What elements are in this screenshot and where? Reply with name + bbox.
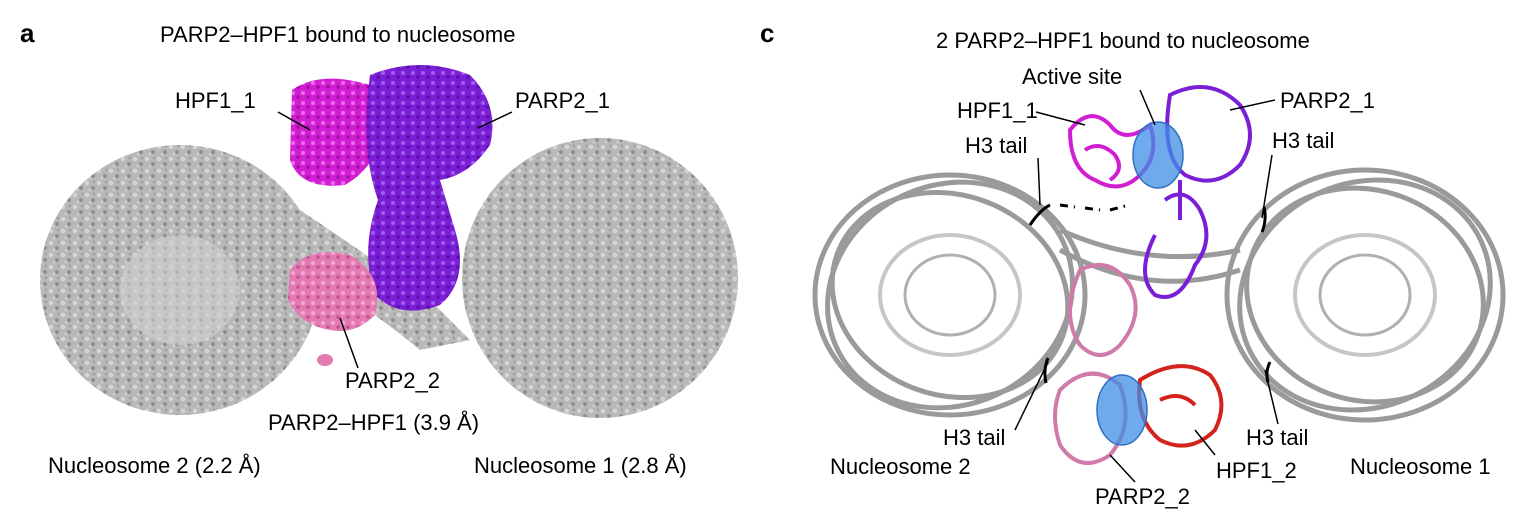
label-active-site: Active site (1022, 64, 1123, 89)
label-hpf1-1-c: HPF1_1 (957, 98, 1038, 123)
label-h3-tail-bottom-left: H3 tail (943, 425, 1006, 450)
label-h3-tail-top-left: H3 tail (965, 133, 1028, 158)
parp2-1-density (366, 65, 493, 311)
parp2-2-cartoon (1053, 263, 1138, 465)
label-hpf1-1-a: HPF1_1 (175, 88, 256, 113)
panel-a-letter: a (20, 18, 35, 48)
panel-c-title: 2 PARP2–HPF1 bound to nucleosome (936, 28, 1310, 53)
label-hpf1-2-c: HPF1_2 (1216, 458, 1297, 483)
leader-lines-c (1014, 89, 1279, 483)
label-nucleosome-1-a: Nucleosome 1 (2.8 Å) (474, 453, 687, 478)
label-complex-resolution: PARP2–HPF1 (3.9 Å) (268, 410, 480, 435)
panel-c-letter: c (760, 18, 775, 48)
hpf1-1-density (290, 78, 385, 186)
parp2-1-cartoon (1143, 85, 1252, 299)
label-nucleosome-2-a: Nucleosome 2 (2.2 Å) (48, 453, 261, 478)
label-parp2-2-a: PARP2_2 (345, 368, 440, 393)
linker-dna-cartoon (1058, 227, 1241, 284)
label-nucleosome-2-c: Nucleosome 2 (830, 454, 971, 479)
label-parp2-1-a: PARP2_1 (515, 88, 610, 113)
hpf1-2-cartoon (1137, 364, 1224, 448)
label-h3-tail-top-right: H3 tail (1272, 128, 1335, 153)
label-parp2-2-c: PARP2_2 (1095, 484, 1190, 509)
nucleosome-1-cartoon (1224, 167, 1506, 423)
nucleosome-2-density (40, 145, 320, 415)
parp2-2-density (288, 252, 378, 366)
active-site-markers (1096, 121, 1184, 446)
nucleosome-2-cartoon (812, 172, 1088, 418)
label-nucleosome-1-c: Nucleosome 1 (1350, 454, 1491, 479)
panel-a-title: PARP2–HPF1 bound to nucleosome (160, 22, 516, 47)
label-h3-tail-bottom-right: H3 tail (1246, 425, 1309, 450)
nucleosome-1-density (462, 138, 738, 418)
label-parp2-1-c: PARP2_1 (1280, 88, 1375, 113)
h3-tail-lines (1028, 203, 1272, 384)
leader-lines-a (277, 111, 513, 369)
